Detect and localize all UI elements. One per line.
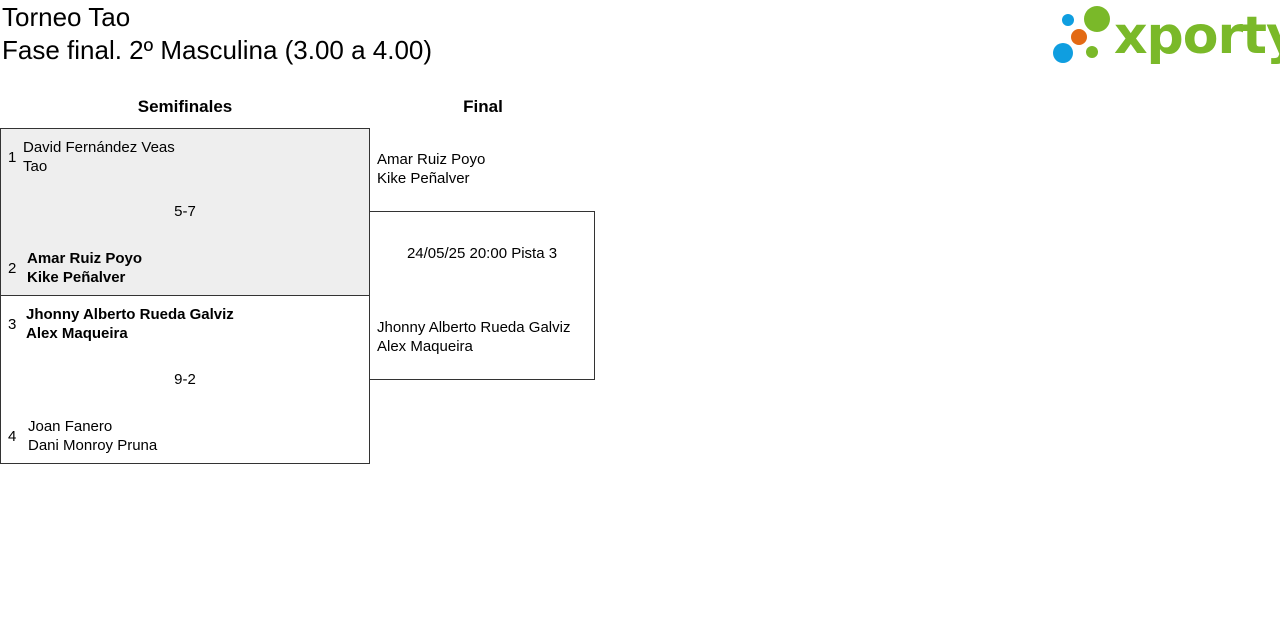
player-name: Jhonny Alberto Rueda Galviz	[377, 319, 571, 336]
player-name: Amar Ruiz Poyo	[27, 250, 143, 267]
final-team-bottom[interactable]: Jhonny Alberto Rueda Galviz Alex Maqueir…	[377, 318, 570, 356]
category-title: Fase final. 2º Masculina (3.00 a 4.00)	[2, 35, 433, 65]
round-heading-final: Final	[463, 97, 503, 116]
player-name: Kike Peñalver	[377, 170, 470, 187]
team-entry-winner[interactable]: Jhonny Alberto Rueda Galviz Alex Maqueir…	[26, 305, 234, 343]
round-heading-semifinals: Semifinales	[137, 97, 233, 116]
team-entry[interactable]: Joan Fanero Dani Monroy Pruna	[28, 417, 157, 455]
match-score: 5-7	[174, 203, 196, 220]
logo-dots-icon	[1053, 6, 1110, 63]
player-name: Alex Maqueira	[377, 338, 473, 355]
team-entry-winner[interactable]: Amar Ruiz Poyo Kike Peñalver	[27, 249, 142, 287]
team-seed: 2	[8, 260, 17, 277]
final-team-top[interactable]: Amar Ruiz Poyo Kike Peñalver	[377, 150, 485, 188]
player-name: Alex Maqueira	[26, 325, 128, 342]
semifinal-match-2[interactable]: 3 Jhonny Alberto Rueda Galviz Alex Maque…	[0, 295, 370, 464]
match-schedule-info: 24/05/25 20:00 Pista 3	[406, 245, 558, 262]
player-name: Joan Fanero	[28, 418, 113, 435]
team-seed: 3	[8, 316, 17, 333]
team-seed: 1	[8, 149, 17, 166]
logo-wordmark: xporty	[1114, 6, 1280, 66]
player-name: Dani Monroy Pruna	[28, 437, 158, 454]
player-name: Tao	[23, 158, 48, 175]
team-seed: 4	[8, 428, 17, 445]
player-name: Kike Peñalver	[27, 269, 126, 286]
match-score: 9-2	[174, 371, 196, 388]
team-entry[interactable]: David Fernández Veas Tao	[23, 138, 175, 176]
tournament-title: Torneo Tao	[2, 2, 131, 32]
player-name: Amar Ruiz Poyo	[377, 151, 486, 168]
player-name: Jhonny Alberto Rueda Galviz	[26, 306, 234, 323]
final-match[interactable]: 24/05/25 20:00 Pista 3	[369, 211, 595, 380]
player-name: David Fernández Veas	[23, 139, 175, 156]
semifinal-match-1[interactable]: 1 David Fernández Veas Tao 5-7 2 Amar Ru…	[0, 128, 370, 296]
xporty-logo[interactable]: xporty	[1050, 4, 1280, 68]
